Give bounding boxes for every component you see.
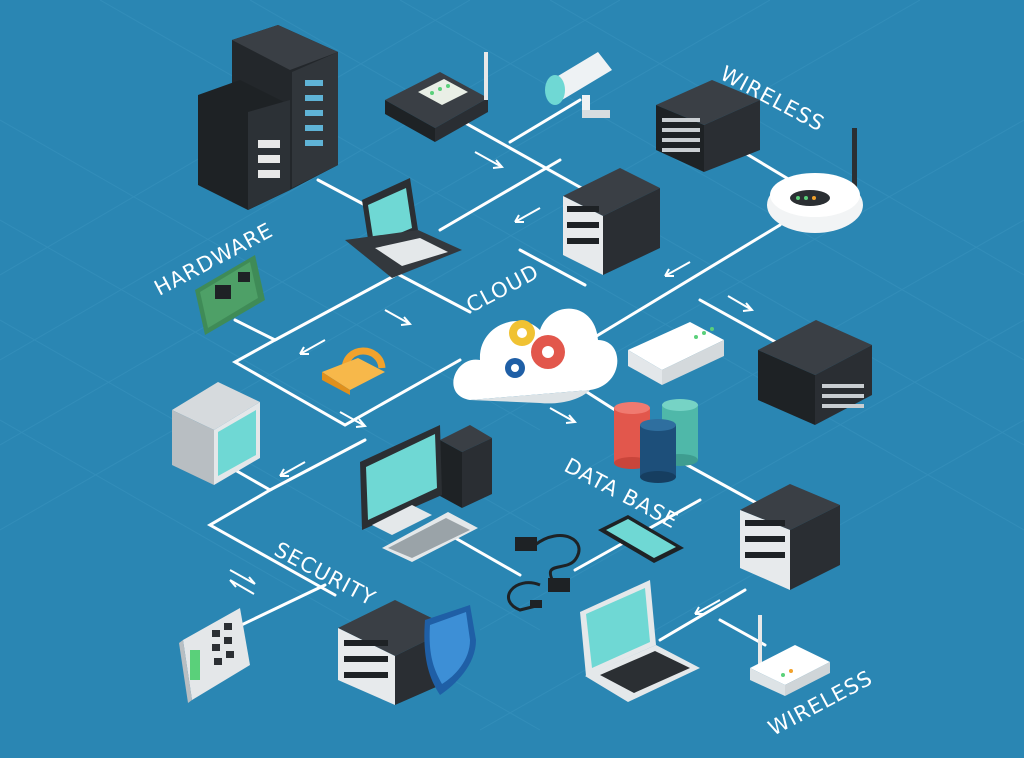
server-icon xyxy=(563,168,660,275)
database-icon xyxy=(614,399,698,483)
desktop-computer-icon xyxy=(360,425,492,562)
circuit-board-icon xyxy=(195,255,265,335)
rack-box-icon xyxy=(656,80,760,172)
crt-monitor-icon xyxy=(172,382,260,485)
modem-icon xyxy=(628,322,724,385)
security-camera-icon xyxy=(545,52,612,118)
rack-server-icon xyxy=(758,320,872,425)
wireless-access-point-icon xyxy=(750,615,830,696)
smartphone-icon xyxy=(598,515,684,563)
keypad-icon xyxy=(179,608,250,703)
flow-arrows xyxy=(229,151,754,615)
laptop-icon xyxy=(345,178,462,278)
shield-server-icon xyxy=(338,600,476,705)
cables-icon xyxy=(507,534,581,612)
wifi-router-icon xyxy=(767,128,863,233)
server-tower-icon xyxy=(740,484,840,590)
padlock-icon xyxy=(322,347,386,395)
network-switch-icon xyxy=(385,52,488,142)
server-rack-icon xyxy=(198,25,338,210)
cloud-gears-icon xyxy=(453,308,618,404)
laptop-bottom-icon xyxy=(580,580,700,702)
